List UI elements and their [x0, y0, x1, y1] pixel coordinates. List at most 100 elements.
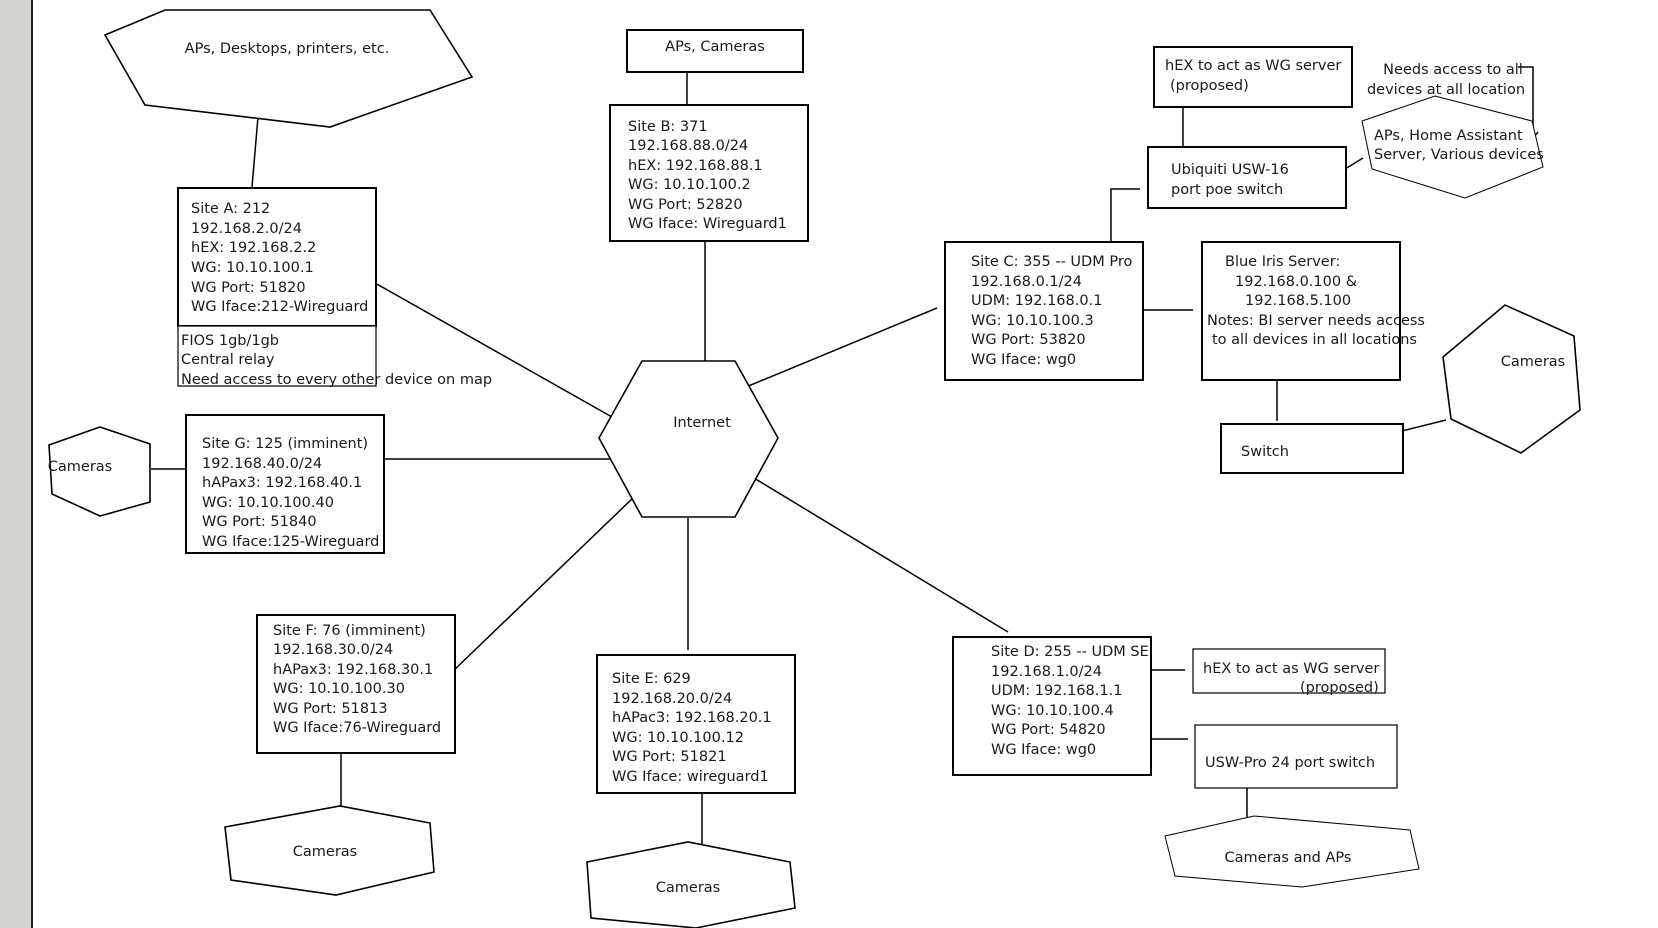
link-site-c-switch: [1110, 188, 1140, 241]
link-internet-site-a: [374, 282, 613, 418]
node-site-e: Site E: 629 192.168.20.0/24 hAPac3: 192.…: [596, 654, 796, 794]
site-g-line-1: Site G: 125 (imminent): [202, 436, 368, 452]
blue-iris-line-4: Notes: BI server needs access: [1207, 313, 1425, 329]
site-a-devices-label: APs, Desktops, printers, etc.: [185, 41, 390, 57]
node-site-c-hex-server: hEX to act as WG server (proposed): [1153, 46, 1353, 108]
node-site-b: Site B: 371 192.168.88.0/24 hEX: 192.168…: [609, 104, 809, 242]
site-d-hex-line-2: (proposed): [1300, 680, 1379, 696]
site-b-line-3: hEX: 192.168.88.1: [628, 158, 763, 174]
site-b-line-5: WG Port: 52820: [628, 197, 743, 213]
hex-site-e-cameras: Cameras: [586, 841, 796, 928]
site-c-line-2: 192.168.0.1/24: [971, 274, 1082, 290]
node-site-a: Site A: 212 192.168.2.0/24 hEX: 192.168.…: [177, 187, 377, 327]
site-f-line-1: Site F: 76 (imminent): [273, 623, 426, 639]
site-c-line-1: Site C: 355 -- UDM Pro: [971, 254, 1132, 270]
node-site-f: Site F: 76 (imminent) 192.168.30.0/24 hA…: [256, 614, 456, 754]
site-e-line-1: Site E: 629: [612, 671, 691, 687]
site-c-line-6: WG Iface: wg0: [971, 352, 1076, 368]
site-d-line-1: Site D: 255 -- UDM SE: [991, 644, 1149, 660]
site-f-cameras-label: Cameras: [293, 844, 357, 860]
site-a-line-3: hEX: 192.168.2.2: [191, 240, 316, 256]
node-site-c: Site C: 355 -- UDM Pro 192.168.0.1/24 UD…: [944, 241, 1144, 381]
site-g-line-3: hAPax3: 192.168.40.1: [202, 475, 362, 491]
site-a-line-6: WG Iface:212-Wireguard: [191, 299, 368, 315]
hex-site-c-devices: APs, Home Assistant Server, Various devi…: [1361, 95, 1544, 199]
site-c-devices-note: Needs access to all devices at all locat…: [1367, 62, 1525, 98]
hex-blue-iris-cameras: Cameras: [1442, 304, 1581, 454]
site-d-switch-label: USW-Pro 24 port switch: [1205, 755, 1375, 771]
node-site-a-notes: FIOS 1gb/1gb Central relay Need access t…: [177, 325, 492, 388]
site-a-line-4: WG: 10.10.100.1: [191, 260, 314, 276]
site-b-line-4: WG: 10.10.100.2: [628, 177, 751, 193]
blue-iris-switch-label: Switch: [1241, 444, 1289, 460]
site-c-line-3: UDM: 192.168.0.1: [971, 293, 1102, 309]
site-d-hex-line-1: hEX to act as WG server: [1203, 661, 1379, 677]
note-arrow: [1518, 66, 1534, 137]
site-e-line-4: WG: 10.10.100.12: [612, 730, 744, 746]
hex-site-d-devices: Cameras and APs: [1164, 815, 1420, 888]
site-a-note-3: Need access to every other device on map: [181, 372, 492, 388]
site-c-devices-label-1: APs, Home Assistant: [1374, 128, 1523, 144]
site-a-line-2: 192.168.2.0/24: [191, 221, 302, 237]
site-d-devices-label: Cameras and APs: [1225, 850, 1352, 866]
site-c-switch-line-1: Ubiquiti USW-16: [1171, 162, 1289, 178]
hex-site-a-devices: APs, Desktops, printers, etc.: [103, 9, 474, 128]
node-blue-iris-server: Blue Iris Server: 192.168.0.100 & 192.16…: [1201, 241, 1425, 381]
site-g-line-4: WG: 10.10.100.40: [202, 495, 334, 511]
site-a-line-5: WG Port: 51820: [191, 280, 306, 296]
node-site-d-switch: USW-Pro 24 port switch: [1194, 724, 1398, 789]
site-e-line-3: hAPac3: 192.168.20.1: [612, 710, 772, 726]
internet-label: Internet: [673, 415, 731, 431]
link-internet-site-c: [745, 307, 938, 388]
site-a-note-1: FIOS 1gb/1gb: [181, 333, 279, 349]
site-e-line-5: WG Port: 51821: [612, 749, 727, 765]
hex-site-g-cameras: Cameras: [48, 426, 151, 517]
site-g-line-6: WG Iface:125-Wireguard: [202, 534, 379, 550]
site-a-line-1: Site A: 212: [191, 201, 270, 217]
site-c-devices-label-2: Server, Various devices: [1374, 147, 1544, 163]
site-d-line-6: WG Iface: wg0: [991, 742, 1096, 758]
site-d-line-4: WG: 10.10.100.4: [991, 703, 1114, 719]
site-f-line-4: WG: 10.10.100.30: [273, 681, 405, 697]
site-d-line-3: UDM: 192.168.1.1: [991, 683, 1122, 699]
site-g-line-2: 192.168.40.0/24: [202, 456, 322, 472]
site-e-line-6: WG Iface: wireguard1: [612, 769, 769, 785]
site-d-line-2: 192.168.1.0/24: [991, 664, 1102, 680]
site-d-line-5: WG Port: 54820: [991, 722, 1106, 738]
node-site-d: Site D: 255 -- UDM SE 192.168.1.0/24 UDM…: [952, 636, 1152, 776]
site-f-line-3: hAPax3: 192.168.30.1: [273, 662, 433, 678]
blue-iris-line-5: to all devices in all locations: [1212, 332, 1417, 348]
site-f-line-5: WG Port: 51813: [273, 701, 388, 717]
site-c-switch-line-2: port poe switch: [1171, 182, 1283, 198]
node-site-d-hex-server: hEX to act as WG server (proposed): [1192, 648, 1386, 696]
site-g-line-5: WG Port: 51840: [202, 514, 317, 530]
site-f-line-2: 192.168.30.0/24: [273, 642, 393, 658]
blue-iris-line-2: 192.168.0.100 &: [1235, 274, 1357, 290]
hex-internet: Internet: [598, 360, 779, 518]
link-site-a-devices: [251, 116, 259, 188]
site-b-line-6: WG Iface: Wireguard1: [628, 216, 787, 232]
site-c-line-4: WG: 10.10.100.3: [971, 313, 1094, 329]
site-c-hex-line-1: hEX to act as WG server: [1165, 58, 1341, 74]
left-sidebar-strip: [0, 0, 33, 928]
site-b-devices-label: APs, Cameras: [665, 39, 765, 55]
blue-iris-line-3: 192.168.5.100: [1245, 293, 1351, 309]
node-blue-iris-switch: Switch: [1220, 423, 1404, 474]
site-b-line-2: 192.168.88.0/24: [628, 138, 748, 154]
site-c-note-line-1: Needs access to all: [1383, 62, 1523, 78]
site-e-line-2: 192.168.20.0/24: [612, 691, 732, 707]
site-g-cameras-label: Cameras: [48, 459, 112, 475]
node-site-b-devices: APs, Cameras: [626, 29, 804, 73]
link-internet-site-f: [451, 496, 635, 673]
blue-iris-cameras-label: Cameras: [1501, 354, 1565, 370]
link-internet-site-d: [753, 477, 1009, 633]
node-site-c-switch: Ubiquiti USW-16 port poe switch: [1147, 146, 1347, 209]
site-f-line-6: WG Iface:76-Wireguard: [273, 720, 441, 736]
hex-site-f-cameras: Cameras: [224, 805, 435, 896]
blue-iris-line-1: Blue Iris Server:: [1225, 254, 1340, 270]
site-c-note-line-2: devices at all location: [1367, 82, 1525, 98]
site-c-hex-line-2: (proposed): [1170, 78, 1249, 94]
site-a-note-2: Central relay: [181, 352, 275, 368]
site-b-line-1: Site B: 371: [628, 119, 708, 135]
